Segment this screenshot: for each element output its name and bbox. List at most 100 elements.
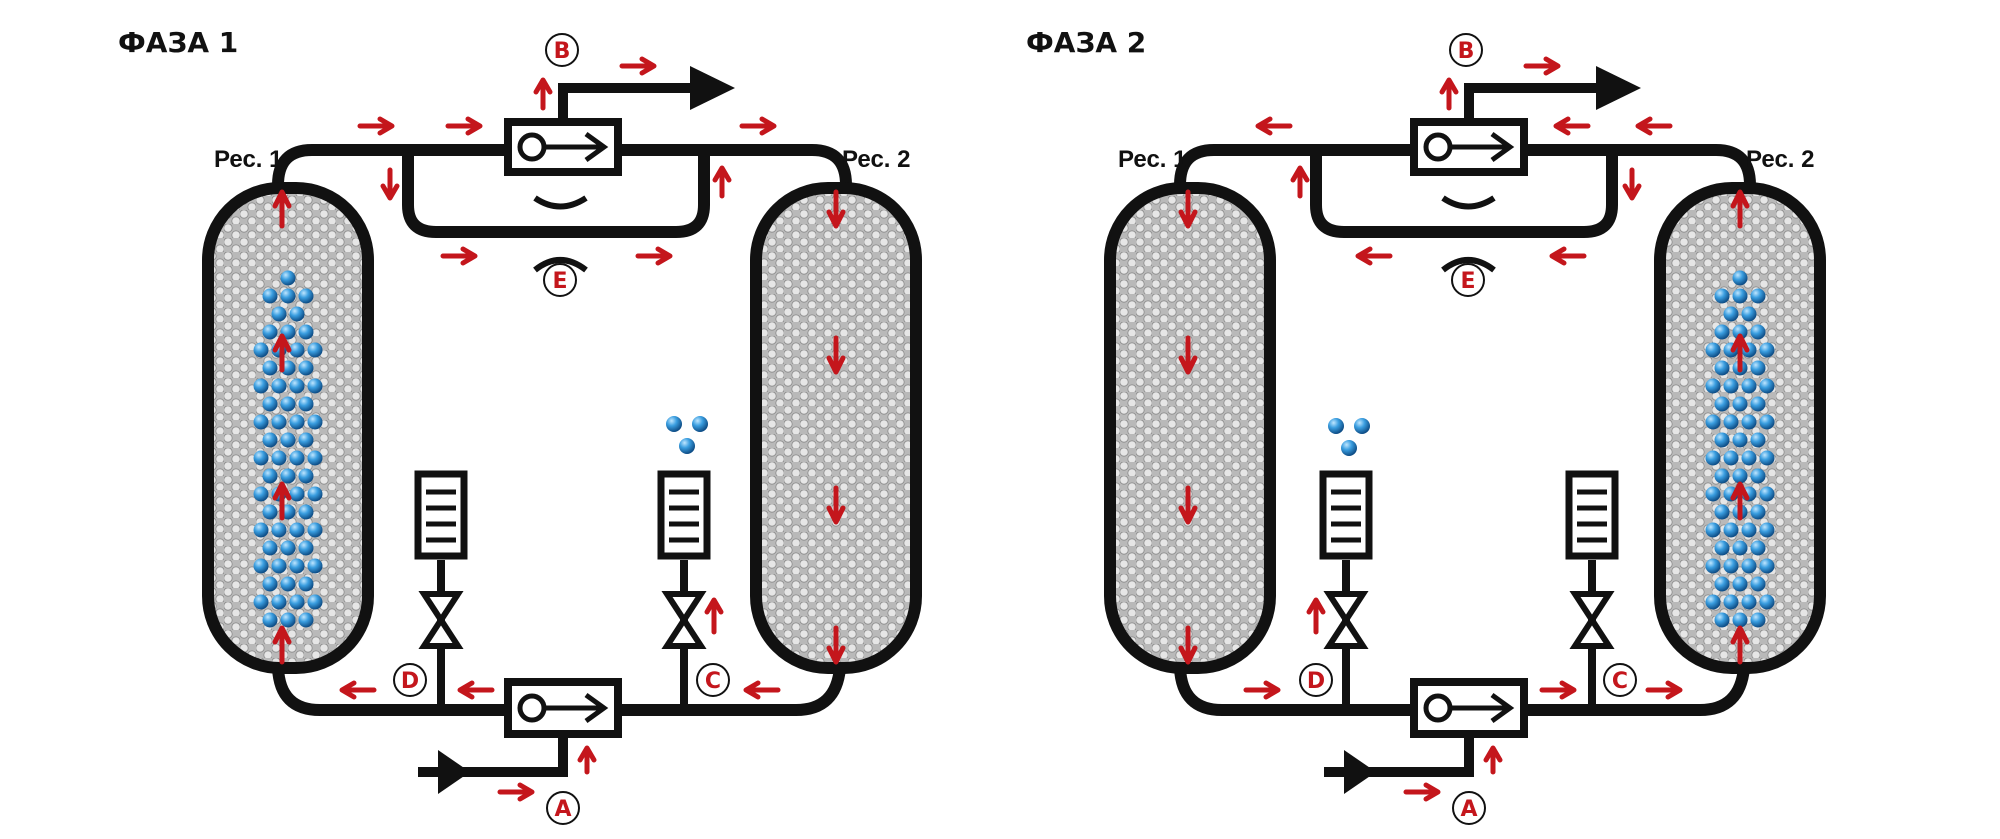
orifice-lower [533, 257, 588, 273]
moisture-bead [298, 324, 314, 340]
moisture-beads [253, 270, 323, 628]
moisture-bead [253, 378, 269, 394]
valve-c-lower [1569, 614, 1615, 649]
marker-d: D [1299, 663, 1333, 697]
valve-c-upper [1569, 591, 1615, 626]
moisture-bead [289, 594, 305, 610]
silencer-d [1319, 470, 1373, 560]
valve-d-lower [418, 614, 464, 649]
exhaust-valve-d [1319, 470, 1373, 710]
moisture-bead [289, 558, 305, 574]
vessel-1 [1104, 182, 1276, 674]
vessel-2 [750, 182, 922, 674]
moisture-bead [262, 540, 278, 556]
vessel-2 [1654, 182, 1826, 674]
svg-text:A: A [1460, 797, 1477, 822]
moisture-bead [1732, 396, 1748, 412]
silencer-c [657, 470, 711, 560]
svg-text:C: C [1612, 669, 1628, 694]
moisture-bead [271, 414, 287, 430]
moisture-bead [1732, 540, 1748, 556]
moisture-bead [262, 288, 278, 304]
moisture-bead [253, 594, 269, 610]
moisture-bead [298, 576, 314, 592]
moisture-bead [289, 378, 305, 394]
moisture-bead [1750, 288, 1766, 304]
moisture-bead [1723, 414, 1739, 430]
moisture-bead [253, 558, 269, 574]
svg-text:B: B [1458, 39, 1475, 64]
svg-text:B: B [554, 39, 571, 64]
moisture-bead [1705, 378, 1721, 394]
orifice-upper [533, 195, 588, 210]
moisture-bead [262, 324, 278, 340]
outlet-pipe [558, 83, 690, 122]
exhaust-valve-c [1565, 470, 1619, 710]
moisture-bead [1741, 594, 1757, 610]
moisture-bead [1705, 486, 1721, 502]
flow-arrows [1178, 56, 1750, 802]
marker-e: E [1451, 263, 1485, 297]
moisture-bead [1714, 396, 1730, 412]
marker-d: D [393, 663, 427, 697]
moisture-bead [1714, 576, 1730, 592]
moisture-bead [1714, 360, 1730, 376]
svg-text:A: A [554, 797, 571, 822]
svg-text:D: D [1307, 669, 1325, 694]
moisture-bead [307, 522, 323, 538]
moisture-bead [1705, 522, 1721, 538]
moisture-bead [271, 450, 287, 466]
moisture-bead [1714, 612, 1730, 628]
moisture-bead [253, 522, 269, 538]
moisture-bead [271, 594, 287, 610]
purge-bypass-pipe [402, 150, 710, 238]
moisture-bead [1759, 450, 1775, 466]
moisture-bead [307, 414, 323, 430]
moisture-bead [289, 306, 305, 322]
moisture-bead [1750, 540, 1766, 556]
moisture-bead [1732, 468, 1748, 484]
moisture-bead [262, 360, 278, 376]
silencer-d [414, 470, 468, 560]
moisture-bead [280, 270, 296, 286]
inlet-arrowhead [1344, 750, 1376, 794]
marker-a: A [546, 791, 580, 825]
moisture-bead [1732, 612, 1748, 628]
moisture-bead [307, 450, 323, 466]
orifice-upper [1441, 195, 1496, 210]
moisture-bead [298, 504, 314, 520]
moisture-bead [262, 468, 278, 484]
moisture-bead [1714, 504, 1730, 520]
moisture-bead [1750, 360, 1766, 376]
valve-d-upper [1323, 591, 1369, 626]
moisture-bead [307, 342, 323, 358]
moisture-bead [298, 288, 314, 304]
moisture-bead [298, 540, 314, 556]
vessel-1-label: Рес. 1 [214, 146, 282, 173]
moisture-bead [298, 468, 314, 484]
moisture-bead [253, 414, 269, 430]
moisture-bead [1750, 612, 1766, 628]
moisture-bead [1732, 288, 1748, 304]
moisture-bead [1705, 414, 1721, 430]
phase-1-panel: ФАЗА 1 Рес. 1 Рес. 2 [118, 26, 922, 825]
marker-b: B [1449, 33, 1483, 67]
moisture-bead [1732, 576, 1748, 592]
moisture-bead [1759, 342, 1775, 358]
moisture-bead [271, 306, 287, 322]
marker-a: A [1452, 791, 1486, 825]
moisture-bead [307, 594, 323, 610]
inlet-valve-ball [517, 693, 547, 723]
valve-d-lower [1323, 614, 1369, 649]
valve-c-upper [661, 591, 707, 626]
moisture-bead [1750, 504, 1766, 520]
moisture-bead [1714, 324, 1730, 340]
moisture-bead [262, 396, 278, 412]
moisture-bead [1723, 378, 1739, 394]
moisture-bead [289, 342, 305, 358]
phase-title: ФАЗА 1 [118, 26, 238, 59]
phase-2-panel: ФАЗА 2 Рес. 1 Рес. 2 [1026, 26, 1826, 825]
moisture-bead [1750, 576, 1766, 592]
vessel-1 [202, 182, 374, 674]
